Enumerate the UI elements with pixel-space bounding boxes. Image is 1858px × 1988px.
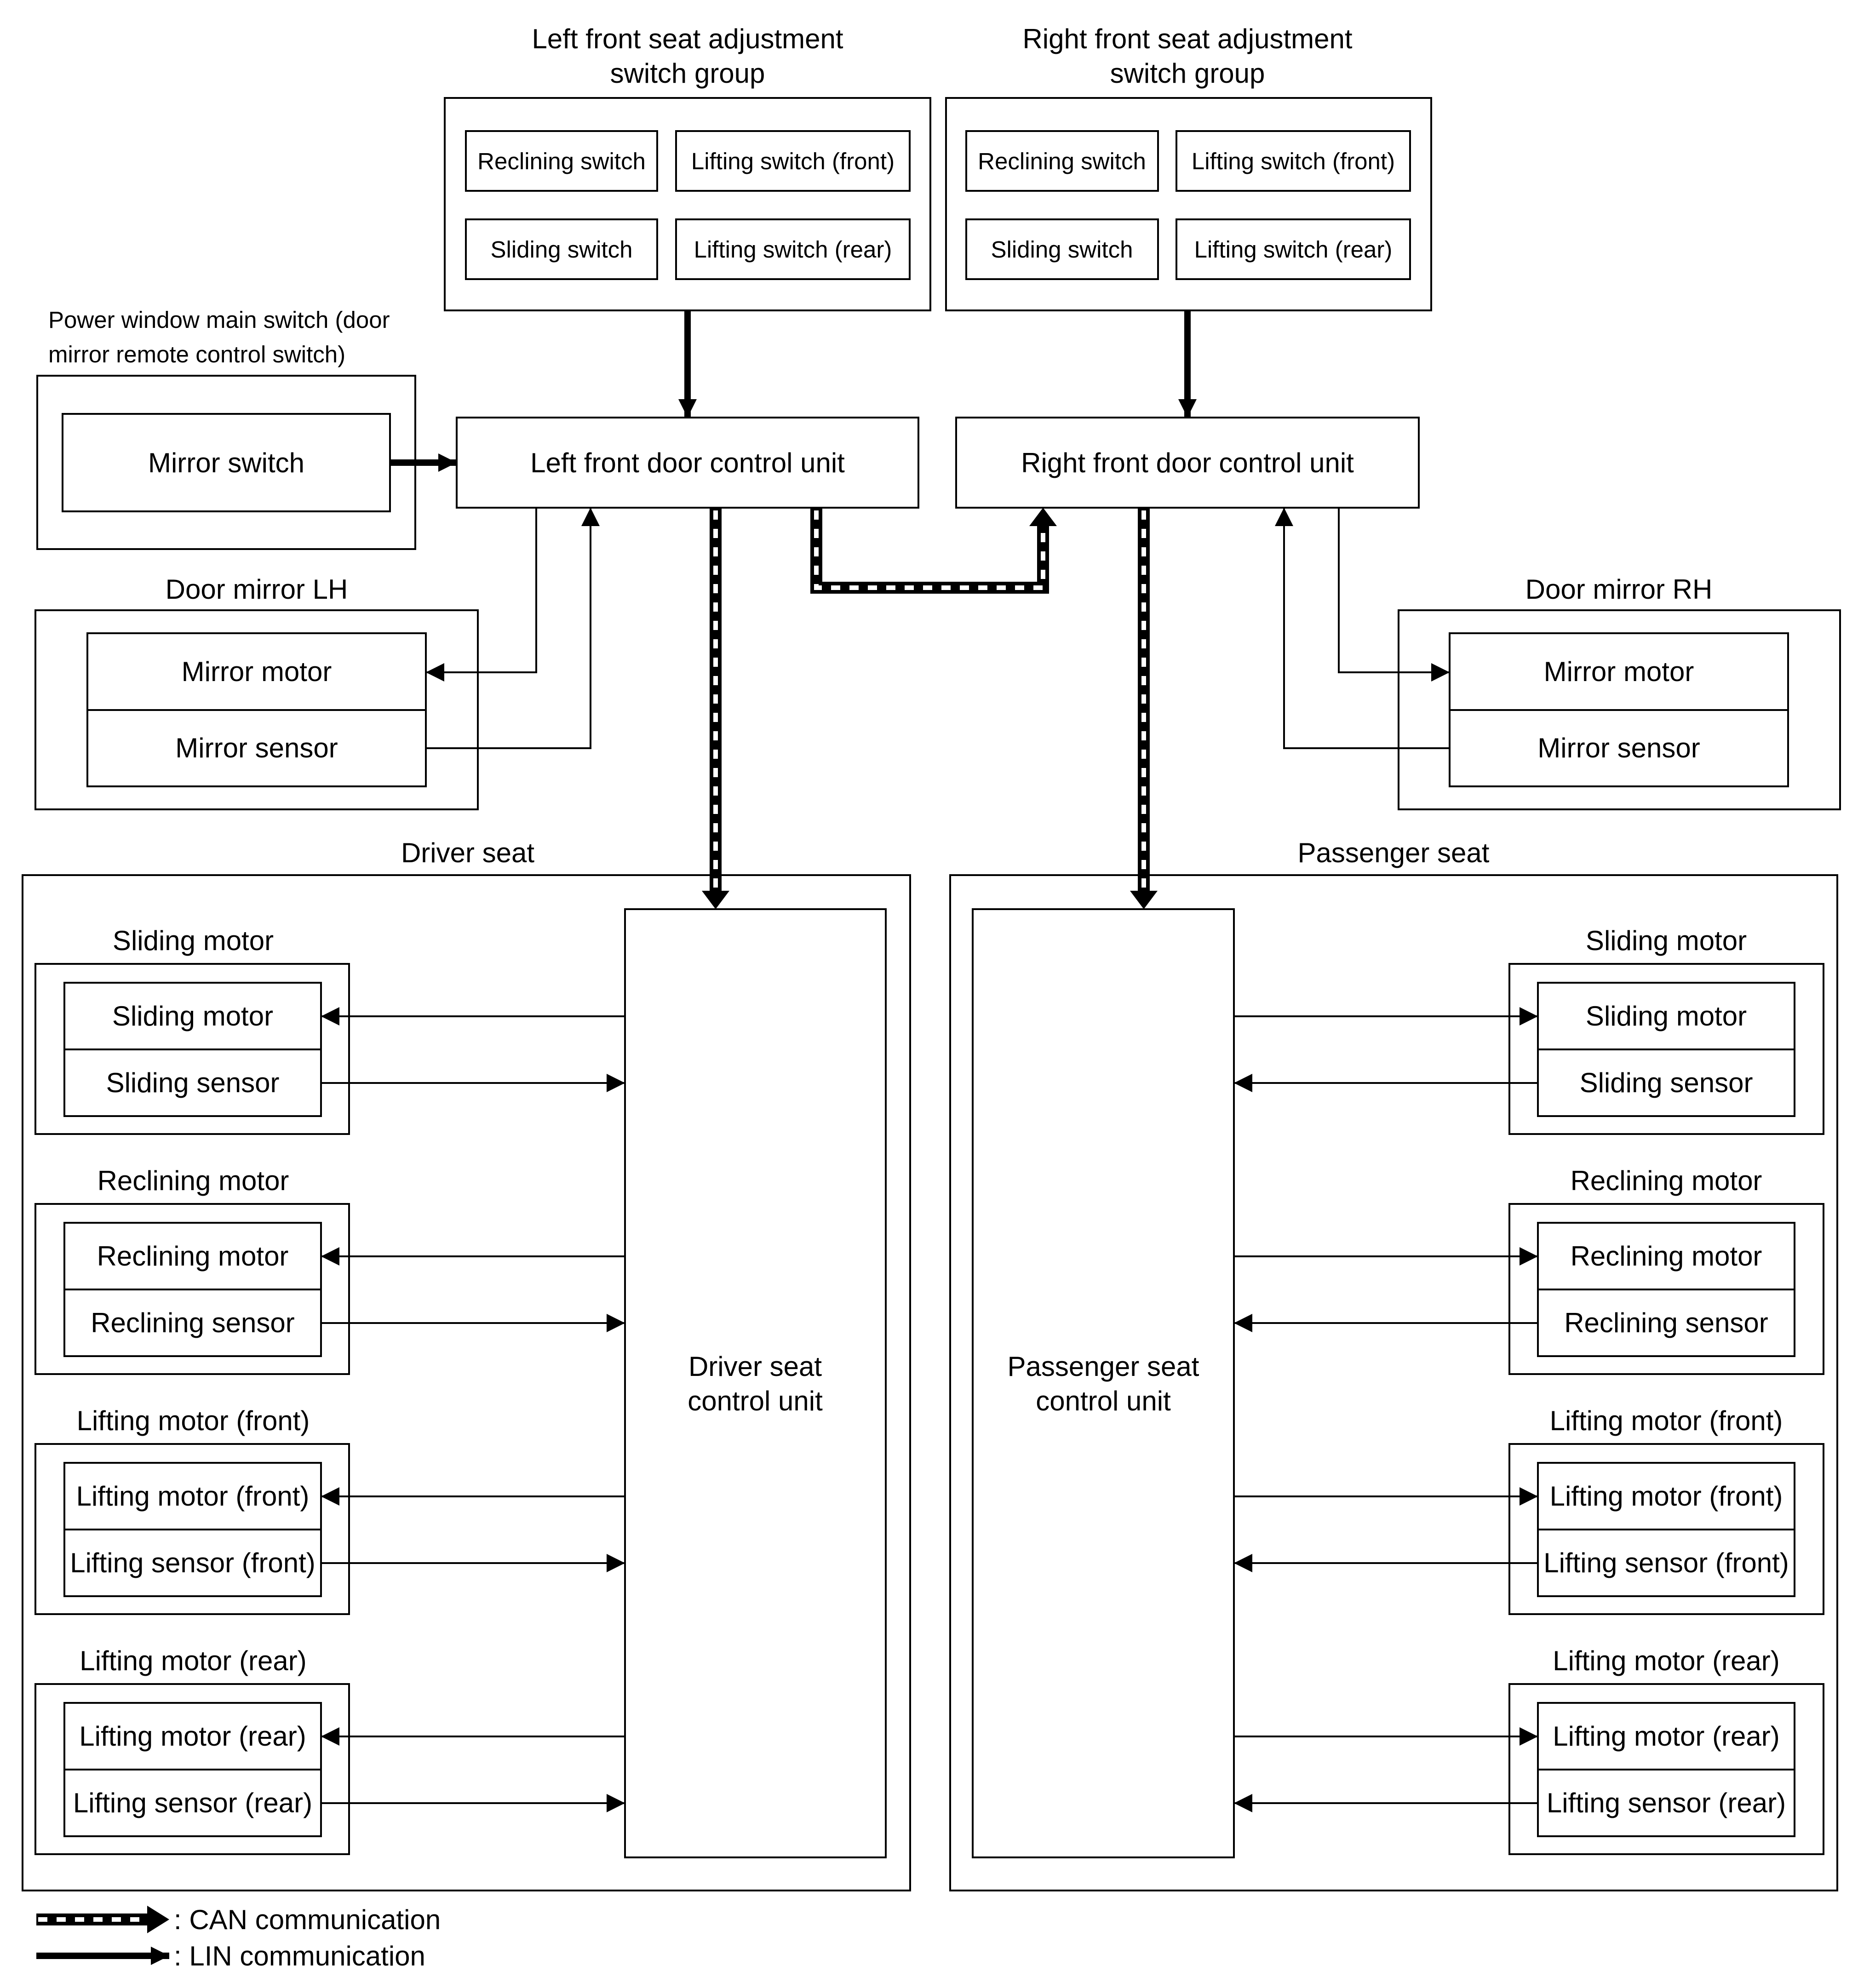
- wire-left-unit-to-mirror-motor: [426, 508, 537, 682]
- right-sliding-switch[interactable]: Sliding switch: [965, 218, 1159, 280]
- mirror-sensor-lh-label: Mirror sensor: [175, 733, 338, 763]
- passenger-lifting-front-sensor-label: Lifting sensor (front): [1543, 1547, 1789, 1578]
- mirror-sensor-rh-label: Mirror sensor: [1537, 733, 1700, 763]
- driver-reclining-sensor-label: Reclining sensor: [91, 1307, 295, 1338]
- left-switch-group-title-line2: switch group: [610, 58, 765, 89]
- mirror-sensor-lh: Mirror sensor: [86, 709, 427, 787]
- driver-lifting-rear-sensor: Lifting sensor (rear): [63, 1769, 322, 1837]
- mirror-switch-label: Mirror switch: [148, 447, 304, 478]
- passenger-lifting-front-motor-label: Lifting motor (front): [1550, 1481, 1783, 1512]
- driver-lifting-rear-motor-label: Lifting motor (rear): [79, 1721, 306, 1752]
- right-lifting-switch-front[interactable]: Lifting switch (front): [1176, 130, 1411, 192]
- right-sliding-switch-label: Sliding switch: [991, 236, 1133, 263]
- passenger-lifting-rear-motor: Lifting motor (rear): [1537, 1702, 1795, 1770]
- passenger-sliding-sensor-label: Sliding sensor: [1580, 1067, 1753, 1098]
- driver-lifting-rear-sensor-label: Lifting sensor (rear): [73, 1787, 312, 1818]
- passenger-lifting-rear-motor-label: Lifting motor (rear): [1553, 1721, 1779, 1752]
- right-front-door-control-unit: Right front door control unit: [955, 417, 1420, 509]
- right-switch-group-title-line2: switch group: [1110, 58, 1265, 89]
- passenger-reclining-sensor: Reclining sensor: [1537, 1289, 1795, 1357]
- passenger-seat-control-unit-label-line2: control unit: [1036, 1386, 1171, 1416]
- door-mirror-rh-title: Door mirror RH: [1525, 574, 1713, 605]
- mirror-motor-lh-label: Mirror motor: [182, 656, 332, 687]
- passenger-lifting-front-motor: Lifting motor (front): [1537, 1462, 1795, 1530]
- mirror-motor-rh-label: Mirror motor: [1544, 656, 1694, 687]
- wire-right-unit-to-mirror-motor: [1338, 508, 1450, 682]
- passenger-reclining-motor-label: Reclining motor: [1571, 1241, 1762, 1272]
- right-lifting-switch-rear[interactable]: Lifting switch (rear): [1176, 218, 1411, 280]
- left-lifting-switch-rear-label: Lifting switch (rear): [694, 236, 892, 263]
- mirror-motor-rh: Mirror motor: [1449, 632, 1789, 711]
- power-window-title-line1: Power window main switch (door: [48, 307, 390, 333]
- passenger-lifting-rear-group-title: Lifting motor (rear): [1553, 1645, 1779, 1676]
- left-lifting-switch-front[interactable]: Lifting switch (front): [675, 130, 911, 192]
- driver-sliding-sensor: Sliding sensor: [63, 1048, 322, 1117]
- power-window-title-line2: mirror remote control switch): [48, 341, 345, 367]
- left-sliding-switch[interactable]: Sliding switch: [465, 218, 658, 280]
- driver-lifting-front-sensor-label: Lifting sensor (front): [70, 1547, 315, 1578]
- legend-can: : CAN communication: [36, 1904, 441, 1935]
- mirror-motor-lh: Mirror motor: [86, 632, 427, 711]
- passenger-seat-control-unit-label-line1: Passenger seat: [1008, 1351, 1199, 1382]
- driver-reclining-group-title: Reclining motor: [97, 1165, 289, 1196]
- right-reclining-switch[interactable]: Reclining switch: [965, 130, 1159, 192]
- passenger-lifting-rear-sensor: Lifting sensor (rear): [1537, 1769, 1795, 1837]
- driver-sliding-sensor-label: Sliding sensor: [106, 1067, 280, 1098]
- right-reclining-switch-label: Reclining switch: [978, 148, 1146, 174]
- driver-reclining-motor-label: Reclining motor: [97, 1241, 289, 1272]
- passenger-seat-control-unit: Passenger seat control unit: [972, 908, 1235, 1858]
- driver-seat-title: Driver seat: [401, 837, 534, 868]
- driver-lifting-rear-motor: Lifting motor (rear): [63, 1702, 322, 1770]
- passenger-lifting-front-group-title: Lifting motor (front): [1550, 1405, 1783, 1436]
- can-left-door-to-driver-seat: [702, 508, 729, 909]
- left-lifting-switch-rear[interactable]: Lifting switch (rear): [675, 218, 911, 280]
- passenger-sliding-motor: Sliding motor: [1537, 982, 1795, 1050]
- driver-seat-control-unit: Driver seat control unit: [624, 908, 887, 1858]
- passenger-lifting-rear-sensor-label: Lifting sensor (rear): [1547, 1787, 1786, 1818]
- mirror-sensor-rh: Mirror sensor: [1449, 709, 1789, 787]
- left-front-door-control-unit-label: Left front door control unit: [530, 447, 845, 478]
- right-lifting-switch-rear-label: Lifting switch (rear): [1194, 236, 1393, 263]
- passenger-sliding-motor-label: Sliding motor: [1586, 1001, 1747, 1031]
- driver-reclining-sensor: Reclining sensor: [63, 1289, 322, 1357]
- left-front-door-control-unit: Left front door control unit: [456, 417, 919, 509]
- driver-seat-control-unit-label-line1: Driver seat: [688, 1351, 822, 1382]
- driver-sliding-group-title: Sliding motor: [113, 925, 274, 956]
- left-reclining-switch[interactable]: Reclining switch: [465, 130, 658, 192]
- driver-sliding-motor: Sliding motor: [63, 982, 322, 1050]
- driver-lifting-front-motor-label: Lifting motor (front): [76, 1481, 310, 1512]
- driver-lifting-front-sensor: Lifting sensor (front): [63, 1529, 322, 1597]
- mirror-switch[interactable]: Mirror switch: [62, 413, 391, 512]
- legend-lin: : LIN communication: [36, 1941, 425, 1971]
- legend-lin-label: : LIN communication: [174, 1941, 425, 1971]
- wire-mirror-sensor-to-left-unit: [426, 508, 600, 749]
- passenger-reclining-sensor-label: Reclining sensor: [1564, 1307, 1768, 1338]
- wire-mirror-sensor-to-right-unit: [1275, 508, 1450, 749]
- right-lifting-switch-front-label: Lifting switch (front): [1192, 148, 1395, 174]
- left-sliding-switch-label: Sliding switch: [491, 236, 633, 263]
- door-mirror-lh-title: Door mirror LH: [166, 574, 348, 605]
- passenger-lifting-front-sensor: Lifting sensor (front): [1537, 1529, 1795, 1597]
- right-front-door-control-unit-label: Right front door control unit: [1021, 447, 1354, 478]
- can-left-door-to-right-door: [810, 508, 1057, 594]
- passenger-reclining-group-title: Reclining motor: [1571, 1165, 1762, 1196]
- driver-sliding-motor-label: Sliding motor: [112, 1001, 273, 1031]
- driver-seat-control-unit-label-line2: control unit: [688, 1386, 823, 1416]
- passenger-sliding-group-title: Sliding motor: [1586, 925, 1747, 956]
- left-switch-group-title-line1: Left front seat adjustment: [532, 23, 843, 54]
- passenger-sliding-sensor: Sliding sensor: [1537, 1048, 1795, 1117]
- right-switch-group-title-line1: Right front seat adjustment: [1022, 23, 1352, 54]
- can-right-door-to-passenger-seat: [1130, 508, 1158, 909]
- left-reclining-switch-label: Reclining switch: [477, 148, 646, 174]
- passenger-reclining-motor: Reclining motor: [1537, 1222, 1795, 1290]
- left-lifting-switch-front-label: Lifting switch (front): [691, 148, 895, 174]
- driver-lifting-rear-group-title: Lifting motor (rear): [80, 1645, 306, 1676]
- driver-reclining-motor: Reclining motor: [63, 1222, 322, 1290]
- legend-can-label: : CAN communication: [174, 1904, 441, 1935]
- driver-lifting-front-group-title: Lifting motor (front): [77, 1405, 310, 1436]
- driver-lifting-front-motor: Lifting motor (front): [63, 1462, 322, 1530]
- passenger-seat-title: Passenger seat: [1298, 837, 1490, 868]
